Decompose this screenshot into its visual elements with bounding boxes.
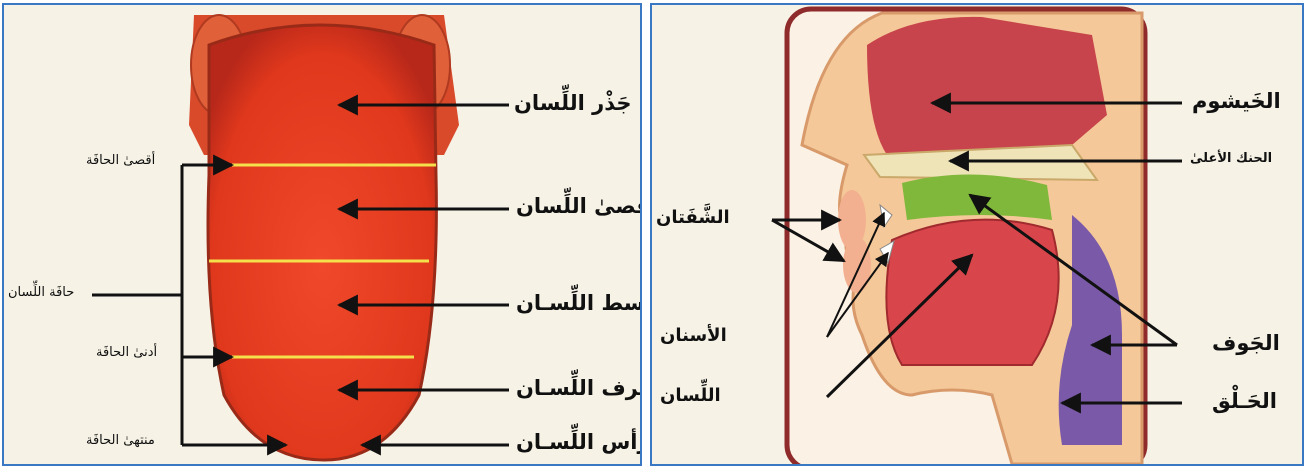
label-tongue-blade: طرف اللِّسـان bbox=[516, 376, 642, 400]
lower-lip bbox=[843, 237, 871, 293]
mouth-roof bbox=[902, 174, 1052, 220]
label-tongue-back: أقصىٰ اللِّسان bbox=[516, 194, 642, 218]
label-tongue-tip: رأس اللِّسـان bbox=[516, 430, 642, 454]
label-tongue: اللِّسان bbox=[660, 385, 721, 406]
label-tongue-middle: وسط اللِّسـان bbox=[516, 291, 642, 315]
head-diagram-panel: الخَيشوم الحنك الأعلىٰ الشَّفَتان الجَوف… bbox=[650, 3, 1304, 466]
tongue-body bbox=[208, 25, 436, 460]
label-throat: الحَـلْق bbox=[1212, 389, 1277, 413]
label-tongue-root: جَذْر اللِّسان bbox=[514, 91, 632, 115]
label-edge-front: أدنىٰ الحافَة bbox=[96, 345, 157, 360]
label-palate: الحنك الأعلىٰ bbox=[1190, 151, 1272, 166]
tongue-diagram-panel: جَذْر اللِّسان أقصىٰ اللِّسان وسط اللِّس… bbox=[2, 3, 642, 466]
head-illustration bbox=[652, 5, 1302, 464]
label-nasal: الخَيشوم bbox=[1192, 89, 1281, 113]
label-teeth: الأسنان bbox=[660, 325, 727, 346]
label-edge: حافَة اللِّسان bbox=[8, 285, 74, 300]
nasal-cavity bbox=[867, 17, 1107, 155]
label-edge-back: أقصىٰ الحافَة bbox=[86, 153, 155, 168]
label-lips: الشَّفَتان bbox=[656, 207, 730, 228]
label-edge-end: منتهىٰ الحافَة bbox=[86, 433, 155, 448]
label-cavity: الجَوف bbox=[1212, 331, 1280, 355]
